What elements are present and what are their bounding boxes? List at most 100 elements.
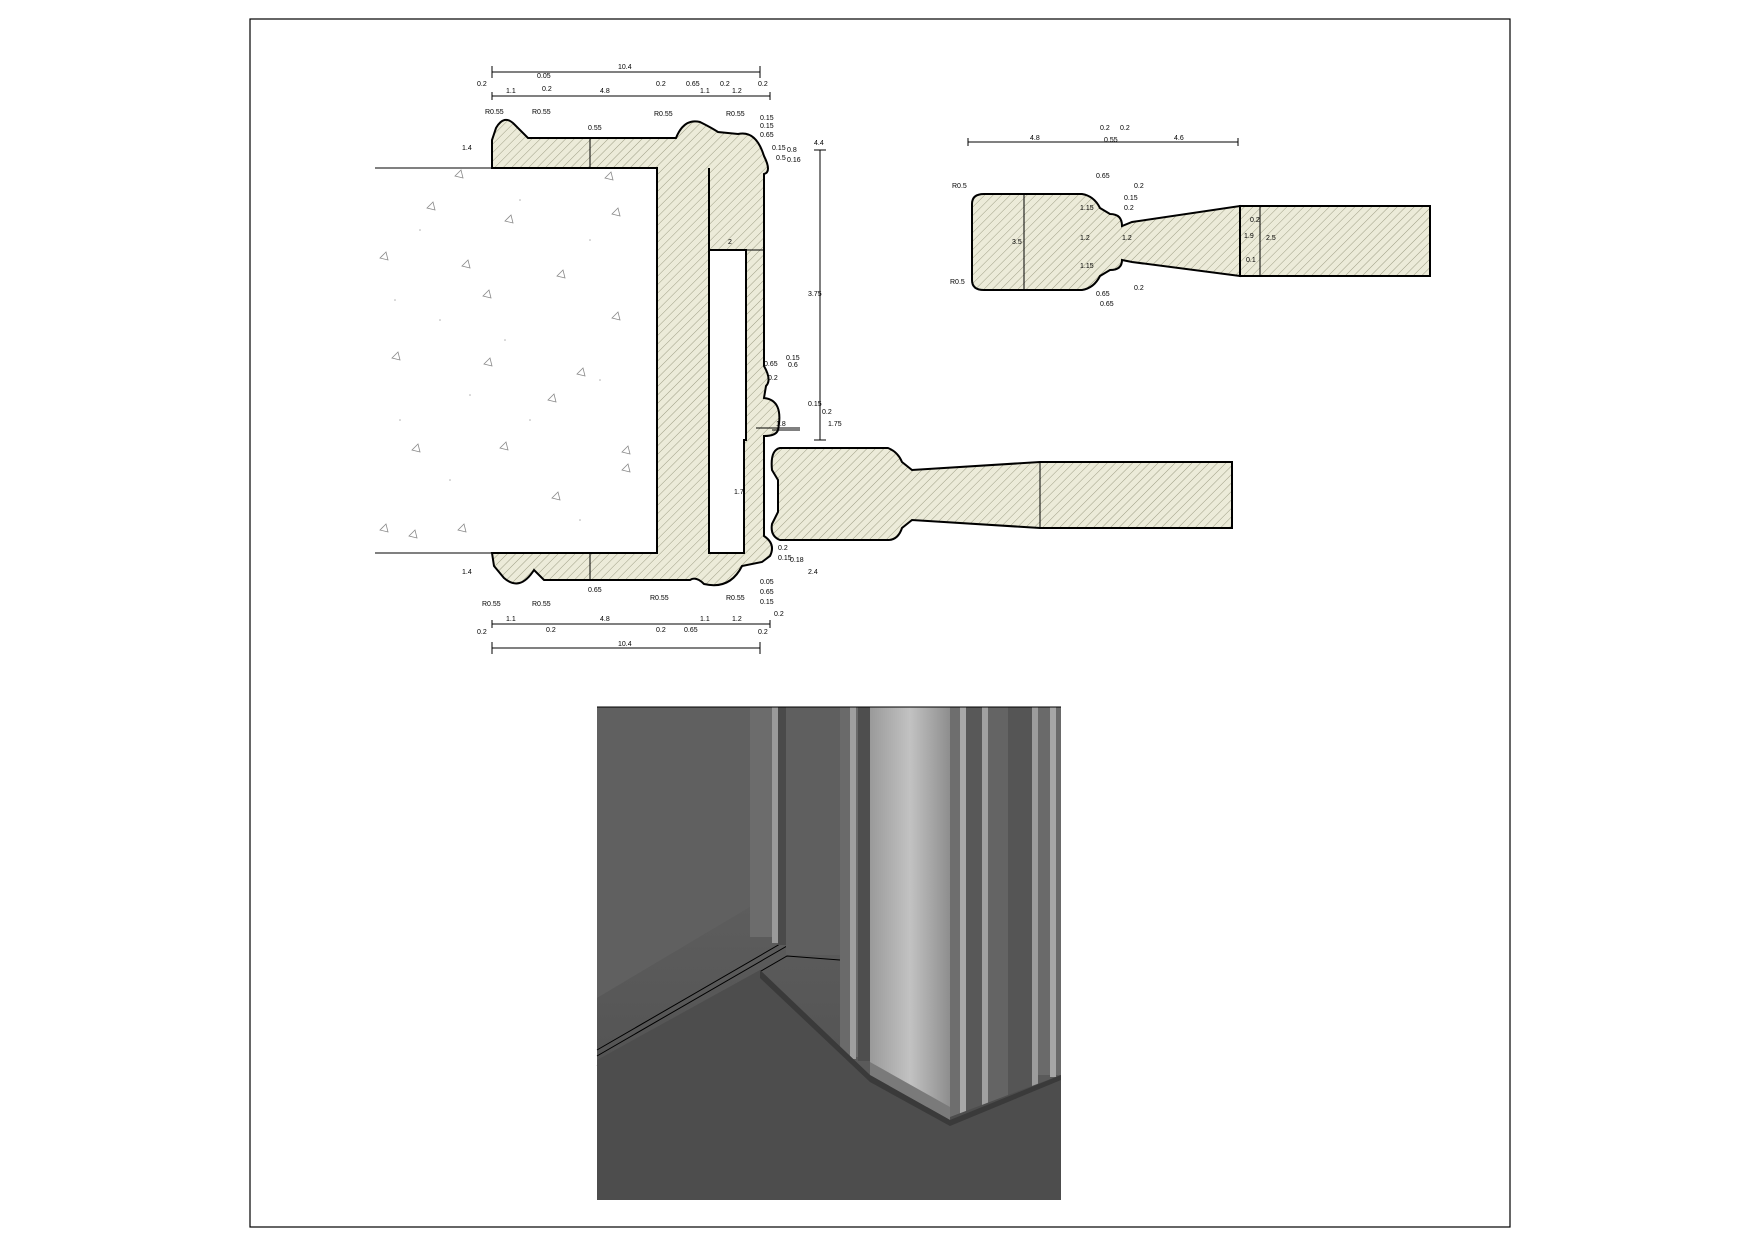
dim-right-bottom-1: 0.15 bbox=[778, 555, 792, 562]
dim-top-seg-3: 0.2 bbox=[656, 81, 666, 88]
leaf-dim-top-4: 0.55 bbox=[1104, 137, 1118, 144]
leaf-dim-top-3: 4.6 bbox=[1174, 135, 1184, 142]
dim-right-bottom-0: 0.2 bbox=[778, 545, 788, 552]
dim-bottom-seg-0: 1.1 bbox=[506, 616, 516, 623]
leaf-dim-neck-6: 0.2 bbox=[1124, 205, 1134, 212]
render-flute-4 bbox=[988, 707, 1008, 1115]
dim-top-radius-2: R0.55 bbox=[654, 111, 673, 118]
dim-top-seg-2: 4.8 bbox=[600, 88, 610, 95]
dim-bottom-seg-2: 4.8 bbox=[600, 616, 610, 623]
leaf-section-panel bbox=[1239, 205, 1431, 277]
leaf-dim-radius: R0.5 bbox=[952, 183, 967, 190]
dim-right-rebate: 1.8 bbox=[776, 421, 786, 428]
leaf-dim-neck-4: 1.2 bbox=[1122, 235, 1132, 242]
dim-bottom-seg-1: 0.2 bbox=[546, 627, 556, 634]
dim-right-top-6: 4.4 bbox=[814, 140, 824, 147]
dim-bottom-ridge: 0.65 bbox=[588, 587, 602, 594]
dim-bottom-radius-2: R0.55 bbox=[650, 595, 669, 602]
dim-right-bottom-2: 2.4 bbox=[808, 569, 818, 576]
render-panel-wall bbox=[597, 707, 750, 998]
leaf-dim-neck-5: 0.15 bbox=[1124, 195, 1138, 202]
main-bottom-dimensions: 10.4 0.2 1.1 0.2 4.8 0.2 0.65 1.1 1.2 0.… bbox=[462, 569, 784, 654]
dim-top-extra-1: 0.15 bbox=[760, 115, 774, 122]
dim-right-mid-4: 0.15 bbox=[808, 401, 822, 408]
leaf-edge-profile bbox=[770, 447, 1233, 541]
dim-right-mid-0: 0.15 bbox=[786, 355, 800, 362]
render-moulding-left bbox=[750, 707, 772, 937]
render-flute-5 bbox=[1008, 707, 1032, 1097]
dim-right-mid-3: 0.2 bbox=[768, 375, 778, 382]
render-flute-2 bbox=[966, 707, 982, 1121]
leaf-section: 4.8 0.2 0.2 4.6 0.55 R0.5 R0.5 1.15 1.2 … bbox=[950, 125, 1431, 308]
dim-right-inner-width: 2 bbox=[728, 239, 732, 246]
leaf-dim-radius-bottom: R0.5 bbox=[950, 279, 965, 286]
leaf-dim-top-2: 0.2 bbox=[1120, 125, 1130, 132]
dim-right-top-5: 0.16 bbox=[787, 157, 801, 164]
leaf-dim-neck-0: 0.65 bbox=[1096, 173, 1110, 180]
concrete-aggregate bbox=[379, 169, 631, 539]
dim-right-top-2: 0.15 bbox=[772, 145, 786, 152]
dim-top-radius-1: R0.55 bbox=[532, 109, 551, 116]
leaf-dim-neck-3: 0.2 bbox=[1134, 285, 1144, 292]
render-3d bbox=[596, 706, 1061, 1200]
dim-bottom-seg-5: 1.1 bbox=[700, 616, 710, 623]
dim-right-top-0: 0.15 bbox=[760, 123, 774, 130]
dim-top-seg-0: 1.1 bbox=[506, 88, 516, 95]
render-flute-0 bbox=[950, 707, 960, 1117]
dim-bottom-right-0: 0.05 bbox=[760, 579, 774, 586]
dim-right-main-height: 3.75 bbox=[808, 291, 822, 298]
dim-bottom-vertical-small: 1.4 bbox=[462, 569, 472, 576]
dim-bottom-radius-3: R0.55 bbox=[726, 595, 745, 602]
dim-right-mid-1: 0.65 bbox=[764, 361, 778, 368]
leaf-dim-left-1: 1.2 bbox=[1080, 235, 1090, 242]
dim-right-top-4: 0.8 bbox=[787, 147, 797, 154]
leaf-dim-neck-2: 0.65 bbox=[1096, 291, 1110, 298]
concrete-wall bbox=[375, 168, 657, 553]
render-flute-3 bbox=[982, 707, 988, 1119]
leaf-section-profile bbox=[971, 193, 1241, 291]
concrete-dots bbox=[394, 199, 601, 521]
render-flute-6 bbox=[1032, 707, 1038, 1087]
leaf-dim-left-3: 3.5 bbox=[1012, 239, 1022, 246]
render-stile-light bbox=[870, 707, 950, 1107]
dim-top-vertical-small: 1.4 bbox=[462, 145, 472, 152]
sheet-border bbox=[249, 18, 1511, 1228]
leaf-dim-left-0: 1.15 bbox=[1080, 205, 1094, 212]
dim-bottom-overall: 10.4 bbox=[618, 641, 632, 648]
leaf-dim-right-3: 0.2 bbox=[1250, 217, 1260, 224]
leaf-dim-bottom: 0.65 bbox=[1100, 301, 1114, 308]
dim-bottom-radius-0: R0.55 bbox=[482, 601, 501, 608]
leaf-dim-top-0: 4.8 bbox=[1030, 135, 1040, 142]
leaf-dim-right-0: 1.9 bbox=[1244, 233, 1254, 240]
dim-bottom-left-edge: 0.2 bbox=[477, 629, 487, 636]
dim-top-seg-4: 0.65 bbox=[686, 81, 700, 88]
dim-right-top-3: 0.5 bbox=[776, 155, 786, 162]
dim-bottom-radius-1: R0.55 bbox=[532, 601, 551, 608]
main-top-dimensions: 10.4 0.2 1.1 0.2 4.8 0.2 0.65 1.1 0.2 1.… bbox=[462, 64, 774, 152]
dim-bottom-right-3: 0.2 bbox=[774, 611, 784, 618]
main-right-dimensions: 3.75 0.15 0.65 0.15 0.5 0.8 0.16 4.4 0.1… bbox=[728, 123, 842, 576]
leaf-dim-left-2: 1.15 bbox=[1080, 263, 1094, 270]
dim-top-seg-6: 0.2 bbox=[720, 81, 730, 88]
dim-top-seg-5: 1.1 bbox=[700, 88, 710, 95]
leaf-dim-right-1: 0.1 bbox=[1246, 257, 1256, 264]
leaf-dim-right-2: 2.5 bbox=[1266, 235, 1276, 242]
dim-bottom-seg-6: 1.2 bbox=[732, 616, 742, 623]
dim-top-ridge: 0.55 bbox=[588, 125, 602, 132]
dim-top-radius-3: R0.55 bbox=[726, 111, 745, 118]
render-flute-1 bbox=[960, 707, 966, 1119]
dim-bottom-seg-7: 0.2 bbox=[758, 629, 768, 636]
dim-top-seg-7: 1.2 bbox=[732, 88, 742, 95]
leaf-dim-neck-1: 0.2 bbox=[1134, 183, 1144, 190]
leaf-dim-top-1: 0.2 bbox=[1100, 125, 1110, 132]
dim-bottom-seg-4: 0.65 bbox=[684, 627, 698, 634]
dim-right-bottom-3: 0.18 bbox=[790, 557, 804, 564]
dim-top-seg-1: 0.2 bbox=[542, 86, 552, 93]
dim-top-overall: 10.4 bbox=[618, 64, 632, 71]
main-section bbox=[375, 118, 1233, 587]
render-flute-7 bbox=[1038, 707, 1061, 1075]
dim-right-mid-5: 0.2 bbox=[822, 409, 832, 416]
dim-bottom-seg-3: 0.2 bbox=[656, 627, 666, 634]
dim-top-seg-8: 0.2 bbox=[758, 81, 768, 88]
